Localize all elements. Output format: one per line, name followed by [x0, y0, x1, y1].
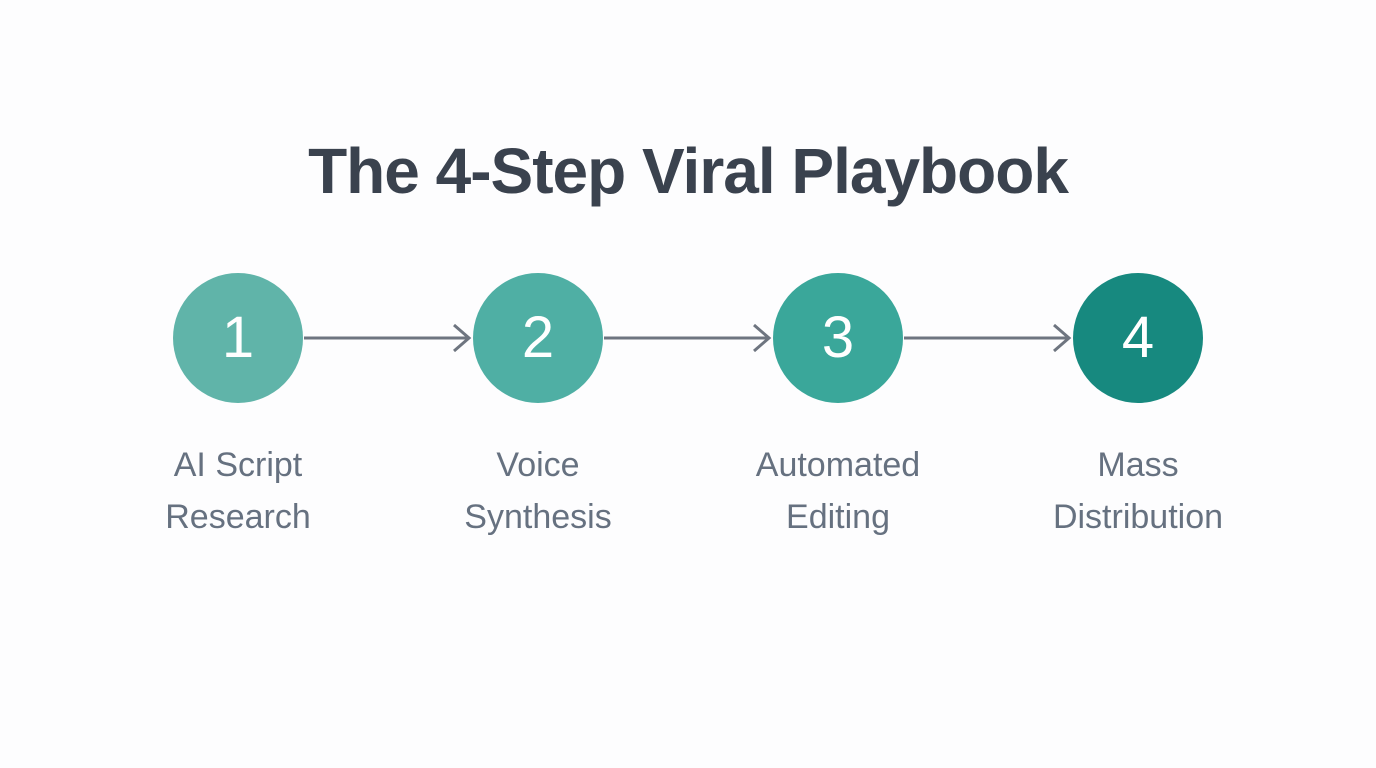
step-2-label: Voice Synthesis	[388, 439, 688, 543]
step-2-number: 2	[521, 305, 555, 370]
step-1-number: 1	[221, 305, 255, 370]
step-1: 1 AI Script Research	[88, 273, 388, 543]
step-2-circle: 2	[473, 273, 603, 403]
step-1-label-line1: AI Script	[173, 446, 303, 484]
step-4-label-line1: Mass	[1097, 446, 1179, 484]
arrow-right-icon	[604, 323, 772, 353]
arrow-right-icon	[304, 323, 472, 353]
step-3-label-line2: Editing	[786, 498, 890, 536]
step-4-circle: 4	[1073, 273, 1203, 403]
step-2-label-line2: Synthesis	[464, 498, 612, 536]
step-2: 2 Voice Synthesis	[388, 273, 688, 543]
step-2-label-line1: Voice	[496, 446, 580, 484]
step-4-number: 4	[1121, 305, 1155, 370]
step-3-label: Automated Editing	[688, 439, 988, 543]
step-3: 3 Automated Editing	[688, 273, 988, 543]
step-4: 4 Mass Distribution	[988, 273, 1288, 543]
arrow-right-icon	[904, 323, 1072, 353]
process-flow: 1 AI Script Research 2 Voice Synthesis 3…	[88, 273, 1288, 573]
step-1-circle: 1	[173, 273, 303, 403]
step-4-label: Mass Distribution	[988, 439, 1288, 543]
step-1-label-line2: Research	[165, 498, 311, 536]
page-title: The 4-Step Viral Playbook	[308, 135, 1069, 207]
step-4-label-line2: Distribution	[1052, 498, 1224, 536]
step-1-label: AI Script Research	[88, 439, 388, 543]
step-3-circle: 3	[773, 273, 903, 403]
step-3-label-line1: Automated	[755, 446, 921, 484]
step-3-number: 3	[821, 305, 855, 370]
